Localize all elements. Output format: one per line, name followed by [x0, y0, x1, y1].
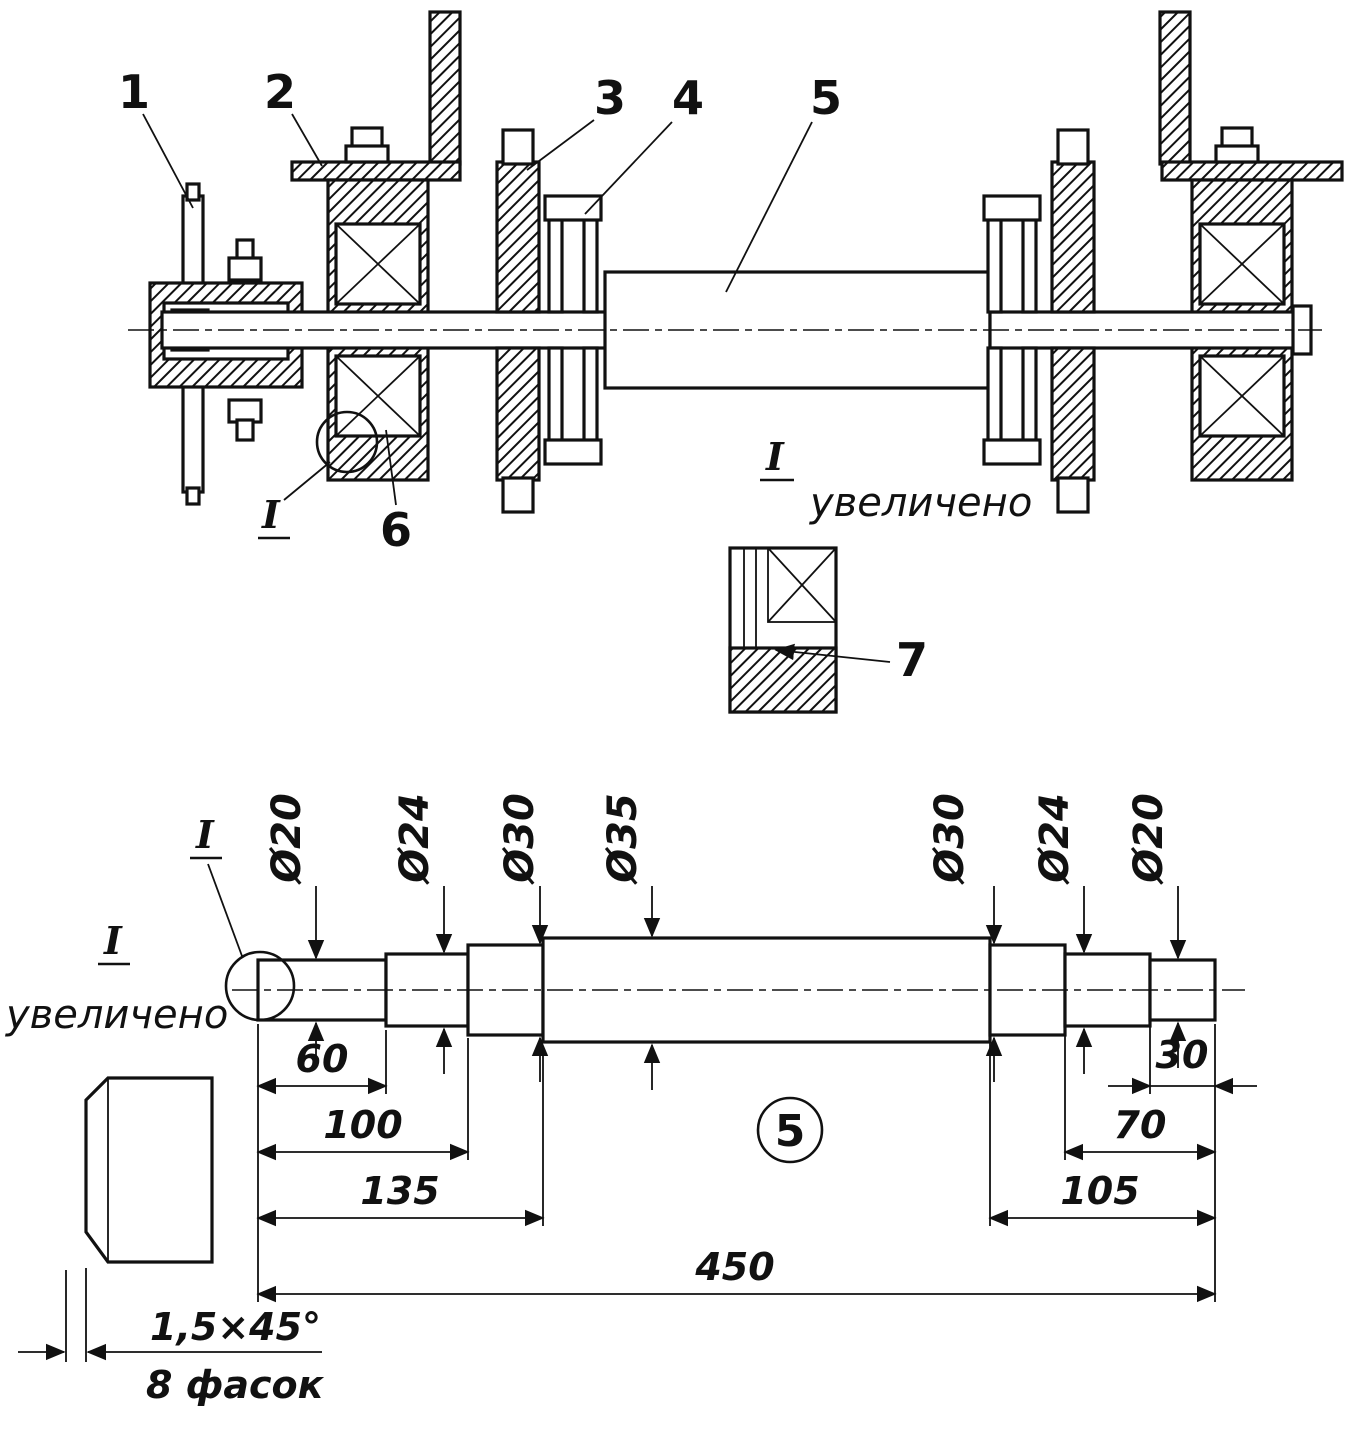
dim-60: 60	[296, 1037, 349, 1081]
part-label-4: 4	[672, 71, 704, 125]
dia-label-20-right: Ø20	[1126, 793, 1172, 885]
chamfer-size-label: 1,5×45°	[150, 1305, 321, 1349]
chamfer-detail-mark-I: I	[103, 918, 123, 963]
dim-450: 450	[694, 1245, 774, 1289]
balloon-number: 5	[775, 1106, 806, 1157]
dim-105: 105	[1060, 1169, 1139, 1213]
dim-135: 135	[360, 1169, 439, 1213]
leader-part-2	[291, 113, 323, 167]
detail-view-I: I увеличено 7	[728, 434, 1032, 714]
shaft-drawing: Ø20 Ø24 Ø30 Ø35 Ø30 Ø24 Ø20	[190, 793, 1257, 1303]
part-label-7: 7	[896, 633, 928, 687]
leader-part-1	[142, 113, 194, 209]
dim-70: 70	[1114, 1103, 1167, 1147]
dim-100: 100	[323, 1103, 402, 1147]
right-hub-flange	[982, 194, 1042, 466]
chamfer-note-label: 8 фасок	[146, 1363, 325, 1407]
assembly-detail-callout: I	[258, 410, 379, 540]
leader-part-3	[526, 119, 595, 171]
extension-lines	[257, 1024, 1216, 1302]
shaft-detail-callout: I	[190, 812, 296, 1022]
chamfer-dimension: 1,5×45° 8 фасок	[18, 1268, 325, 1407]
detail-mark-I-assembly: I	[261, 492, 281, 537]
tube-shaft-5	[603, 270, 992, 390]
dim-30: 30	[1156, 1033, 1209, 1077]
shaft-detail-leader	[207, 863, 243, 957]
part-label-2: 2	[264, 65, 296, 119]
leader-detail-I	[283, 461, 331, 501]
detail-callout-circle	[315, 410, 379, 474]
length-dimensions: 60 100 135 450 105 70 30	[256, 1033, 1257, 1303]
part-label-3: 3	[594, 71, 626, 125]
diameter-labels: Ø20 Ø24 Ø30 Ø35 Ø30 Ø24 Ø20	[264, 793, 1172, 885]
leader-part-5	[725, 121, 813, 293]
balloon-circle	[756, 1096, 824, 1164]
detail-view-enlarged-label: увеличено	[809, 480, 1032, 526]
part-labels: 1 2 3 4 5 6	[118, 65, 842, 557]
chamfer-detail-enlarged-label: увеличено	[5, 992, 228, 1038]
dia-label-30-right: Ø30	[927, 793, 973, 885]
sprocket-3	[495, 128, 541, 514]
dia-label-20-left: Ø20	[264, 793, 310, 885]
detail-view-drawing	[728, 546, 838, 714]
chamfer-detail-drawing	[84, 1076, 214, 1264]
leader-part-4	[584, 121, 673, 215]
hub-flange-4	[543, 194, 603, 466]
assembly-view: 1 2 3 4 5 6 I	[118, 10, 1344, 557]
dia-label-30-left: Ø30	[497, 793, 543, 885]
shaft-profile	[232, 936, 1245, 1044]
chamfer-detail: I увеличено 1,5×45° 8 фасок	[5, 918, 325, 1407]
leader-part-7	[774, 643, 891, 663]
left-stud-bolt	[227, 238, 263, 442]
part-label-5: 5	[810, 71, 842, 125]
detail-view-mark-I: I	[765, 434, 785, 479]
balloon-5: 5	[756, 1096, 824, 1164]
left-angle-bracket	[290, 10, 462, 182]
part-label-6: 6	[380, 503, 412, 557]
right-sprocket	[1050, 128, 1096, 514]
dia-label-24-left: Ø24	[392, 793, 438, 885]
shaft-detail-circle	[224, 950, 296, 1022]
dia-label-24-right: Ø24	[1032, 793, 1078, 885]
shaft-detail-mark-I: I	[195, 812, 215, 857]
part-label-1: 1	[118, 65, 150, 119]
right-angle-bracket	[1158, 10, 1344, 182]
dia-label-35: Ø35	[600, 793, 646, 885]
diameter-arrows	[307, 886, 1187, 1090]
leader-part-6	[385, 429, 397, 506]
